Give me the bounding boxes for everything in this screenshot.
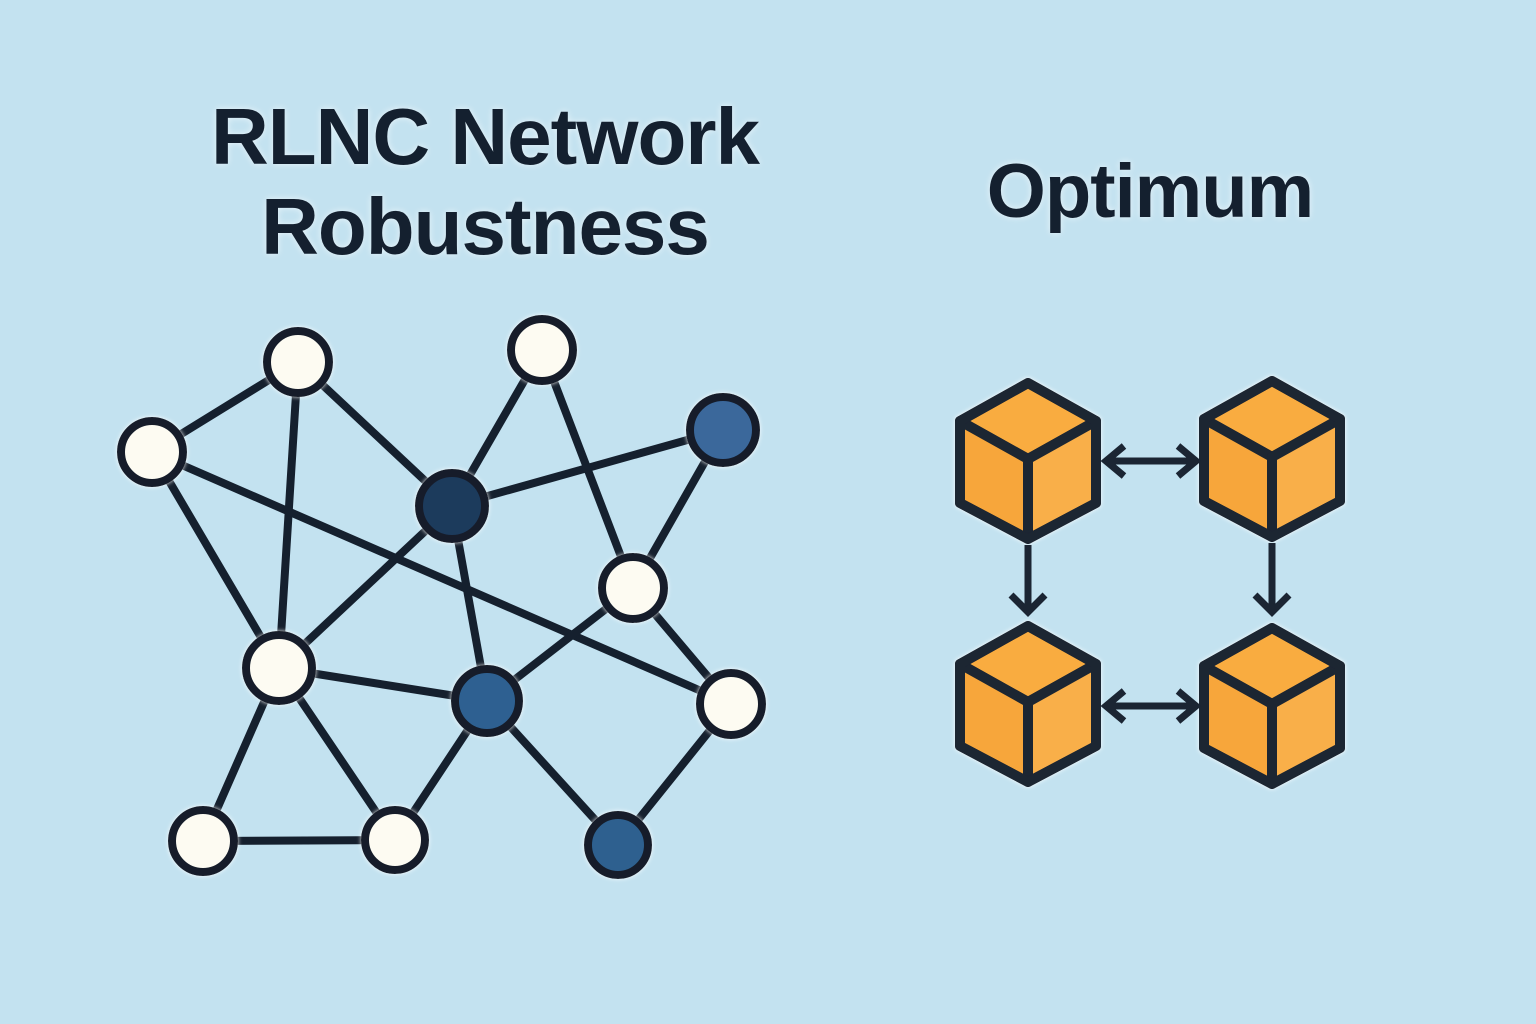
- arrow-top-horizontal: [1100, 443, 1202, 479]
- arrow-right-vertical: [1252, 543, 1292, 617]
- cube-top-right-icon: [1199, 376, 1345, 542]
- cube-outline: [955, 378, 1101, 544]
- network-edge-b-i: [148, 448, 735, 708]
- cube-top-left-icon: [955, 378, 1101, 544]
- network-node-g-white: [242, 631, 316, 705]
- network-node-b-white: [117, 417, 187, 487]
- network-edge-b-g: [148, 448, 283, 672]
- network-node-e-blue: [686, 393, 760, 467]
- cube-outline: [1199, 376, 1345, 542]
- network-node-i-white: [696, 669, 766, 739]
- network-node-a-white: [263, 327, 333, 397]
- network-edge-d-e: [448, 426, 727, 510]
- left-title-line-2: Robustness: [261, 182, 710, 271]
- network-node-k-white: [361, 806, 429, 874]
- network-node-l-blue: [584, 811, 652, 879]
- left-title-line-1: RLNC Network: [210, 92, 760, 181]
- network-node-f-white: [598, 553, 668, 623]
- cube-outline: [955, 621, 1101, 787]
- cube-bottom-left-icon: [955, 621, 1101, 787]
- right-title: Optimum: [986, 149, 1315, 234]
- network-node-d-navy: [415, 469, 489, 543]
- network-node-j-white: [168, 806, 238, 876]
- cube-bottom-right-icon: [1199, 623, 1345, 789]
- network-edge-d-g: [275, 502, 456, 672]
- optimum-arrows: [1008, 443, 1292, 724]
- left-title: RLNC Network Robustness: [55, 92, 915, 272]
- network-nodes: [117, 315, 766, 879]
- network-node-h-blue: [451, 665, 523, 737]
- arrow-bottom-horizontal: [1100, 688, 1202, 724]
- network-node-c-white: [507, 315, 577, 385]
- cube-outline: [1199, 623, 1345, 789]
- optimum-cubes: [955, 376, 1345, 789]
- arrow-left-vertical: [1008, 545, 1048, 617]
